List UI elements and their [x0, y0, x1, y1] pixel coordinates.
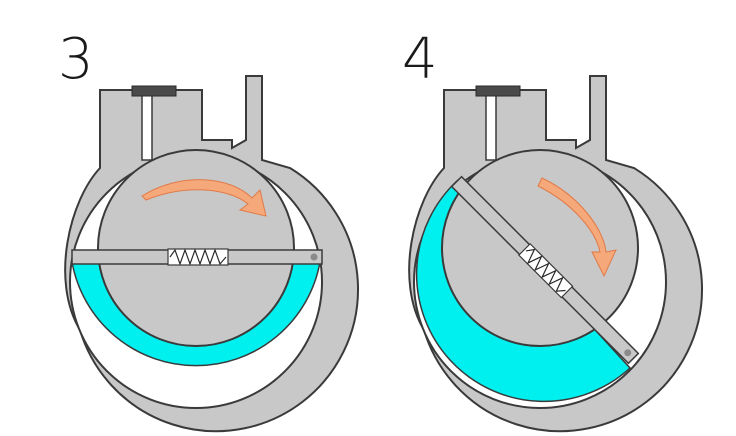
vane [71, 248, 323, 266]
panel-step-3: 3 [58, 27, 359, 433]
panel-step-4: 4 [402, 27, 703, 433]
valve-cap [131, 85, 177, 97]
step-label-4: 4 [402, 27, 438, 92]
inlet-port [485, 89, 497, 161]
rotor [441, 149, 639, 347]
curved-arrow-icon [141, 179, 267, 217]
valve-cap [475, 85, 521, 97]
spring-icon [525, 248, 566, 292]
inlet-port [141, 89, 153, 161]
pivot-dot-icon [310, 253, 318, 261]
pivot-dot-icon [624, 349, 632, 357]
curved-arrow-icon [537, 177, 617, 278]
step-label-3: 3 [58, 27, 94, 92]
vane [450, 175, 640, 365]
spring-icon [169, 248, 227, 266]
